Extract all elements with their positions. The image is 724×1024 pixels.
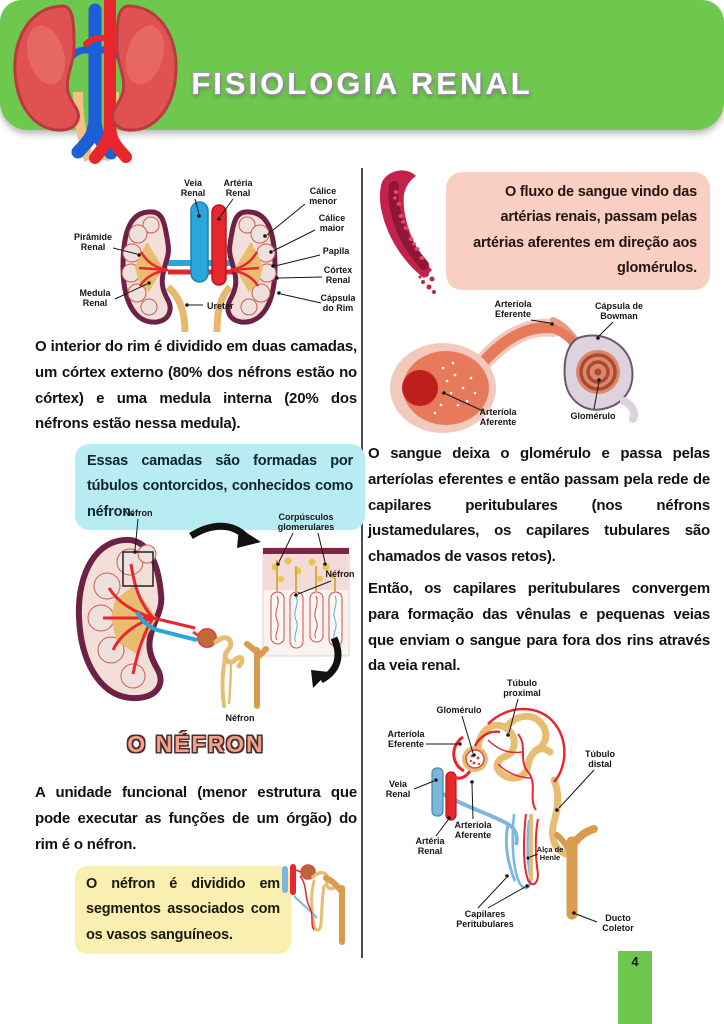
svg-text:Peritubulares: Peritubulares	[456, 919, 514, 929]
page-number: 4	[631, 954, 639, 969]
svg-text:Cálice: Cálice	[319, 213, 346, 223]
svg-text:Renal: Renal	[418, 846, 443, 856]
svg-text:Néfron: Néfron	[326, 569, 355, 579]
svg-text:menor: menor	[309, 196, 337, 206]
svg-text:Arteríola: Arteríola	[387, 729, 425, 739]
svg-text:Túbulo: Túbulo	[507, 678, 537, 688]
svg-text:Veia: Veia	[389, 779, 408, 789]
svg-text:Henle: Henle	[540, 853, 560, 862]
highlight-note-segments: O néfron é dividido em segmentos associa…	[75, 866, 291, 955]
glomerulus-diagram: Arteríola Eferente Cápsula de Bowman Art…	[390, 299, 643, 433]
svg-text:Néfron: Néfron	[124, 508, 153, 518]
svg-text:Renal: Renal	[226, 188, 251, 198]
svg-text:Eferente: Eferente	[495, 309, 531, 319]
svg-text:Cápsula: Cápsula	[320, 293, 355, 303]
svg-text:Artéria: Artéria	[415, 836, 445, 846]
nephron-location-diagram: Néfron Corpúsculos glomerulares Néfron N…	[75, 508, 355, 723]
section-heading-nephron: O NÉFRON	[127, 731, 265, 757]
left-paragraph-kidney-layers: O interior do rim é dividido em duas cam…	[35, 338, 357, 433]
svg-text:Pirâmide: Pirâmide	[74, 232, 112, 242]
kidney-anatomy-diagram: Veia Renal Artéria Renal Cálice menor Cá…	[74, 178, 355, 332]
svg-text:Renal: Renal	[83, 298, 108, 308]
kidneys-icon	[13, 0, 178, 164]
svg-text:Néfron: Néfron	[226, 713, 255, 723]
svg-text:distal: distal	[588, 759, 612, 769]
blood-vessel-illustration	[379, 170, 436, 294]
svg-text:Glomérulo: Glomérulo	[570, 411, 616, 421]
svg-text:Túbulo: Túbulo	[585, 749, 615, 759]
svg-text:Renal: Renal	[81, 242, 106, 252]
page-number-badge: 4	[618, 951, 652, 1024]
svg-text:maior: maior	[320, 223, 345, 233]
page-title: FISIOLOGIA RENAL	[191, 66, 533, 101]
column-divider	[361, 168, 363, 958]
svg-text:Arteríola: Arteríola	[454, 820, 492, 830]
svg-text:Aferente: Aferente	[455, 830, 492, 840]
right-paragraph-venules: Então, os capilares peritubulares conver…	[368, 580, 710, 675]
svg-text:Cálice: Cálice	[310, 186, 337, 196]
mini-nephron-illustration	[282, 864, 345, 945]
svg-text:Corpúsculos: Corpúsculos	[278, 512, 333, 522]
svg-text:do Rim: do Rim	[323, 303, 354, 313]
svg-text:Ureter: Ureter	[207, 301, 234, 311]
svg-text:Córtex: Córtex	[324, 265, 353, 275]
highlight-note-tubules: Essas camadas são formadas por túbulos c…	[75, 444, 365, 531]
svg-text:Alça de: Alça de	[537, 845, 564, 854]
svg-text:Bowman: Bowman	[600, 311, 638, 321]
svg-text:Capilares: Capilares	[465, 909, 506, 919]
svg-text:Aferente: Aferente	[480, 417, 517, 427]
svg-text:Arteríola: Arteríola	[494, 299, 532, 309]
svg-text:Renal: Renal	[326, 275, 351, 285]
svg-text:proximal: proximal	[503, 688, 541, 698]
left-paragraph-functional-unit: A unidade funcional (menor estrutura que…	[35, 784, 357, 853]
svg-text:glomerulares: glomerulares	[278, 522, 335, 532]
nephron-detail-diagram: Túbulo proximal Glomérulo Arteríola Efer…	[386, 678, 635, 933]
svg-text:Glomérulo: Glomérulo	[436, 705, 482, 715]
svg-text:Veia: Veia	[184, 178, 203, 188]
right-paragraph-efferent: O sangue deixa o glomérulo e passa pelas…	[368, 445, 710, 566]
svg-text:Renal: Renal	[181, 188, 206, 198]
svg-text:Arteríola: Arteríola	[479, 407, 517, 417]
svg-text:Papila: Papila	[323, 246, 351, 256]
svg-text:Eferente: Eferente	[388, 739, 424, 749]
svg-text:Medula: Medula	[79, 288, 111, 298]
svg-text:Cápsula de: Cápsula de	[595, 301, 643, 311]
svg-text:Artéria: Artéria	[223, 178, 253, 188]
svg-text:Renal: Renal	[386, 789, 411, 799]
svg-text:Ducto: Ducto	[605, 913, 631, 923]
svg-text:Coletor: Coletor	[602, 923, 634, 933]
highlight-note-blood-flow: O fluxo de sangue vindo das artérias ren…	[446, 172, 710, 290]
